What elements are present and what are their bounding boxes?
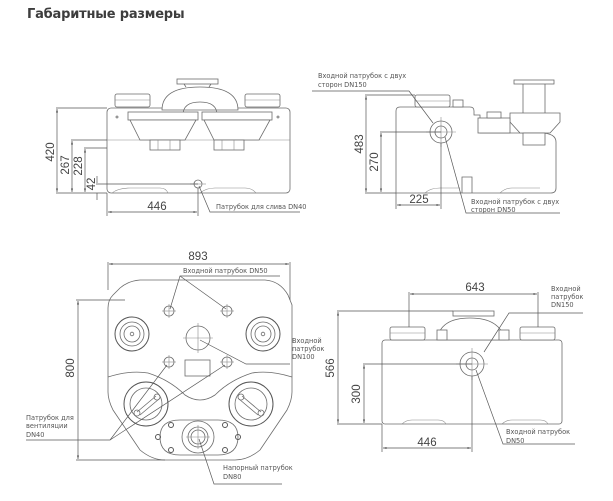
front-pump-left <box>127 111 199 151</box>
front-lid-left <box>114 93 151 108</box>
front-dome <box>161 86 239 111</box>
note-top-dn100-2: патрубок <box>292 345 324 353</box>
dim-top-893: 893 <box>188 251 207 263</box>
note-side-dn150-1: Входной патрубок с двух <box>318 72 406 80</box>
note-side-dn150-2: сторон DN150 <box>318 81 367 89</box>
front-lid-right <box>244 93 281 108</box>
side-view: 483 270 225 Входной патрубок с двух стор… <box>312 72 561 214</box>
note-rear-dn50-2: DN50 <box>506 437 524 445</box>
dim-rear-566: 566 <box>325 358 337 377</box>
top-inlets-dn50 <box>162 304 234 369</box>
note-side-dn50-2: сторон DN50 <box>471 206 516 214</box>
note-front-drain: Патрубок для слива DN40 <box>216 203 307 211</box>
top-pump-left <box>123 381 169 427</box>
dim-rear-446: 446 <box>417 437 436 449</box>
dim-front-446: 446 <box>147 201 166 213</box>
dim-front-228: 228 <box>73 156 85 175</box>
front-pump-right <box>201 111 273 151</box>
dim-front-42: 42 <box>86 178 98 191</box>
top-view: 893 800 Входной патрубок DN50 Входной па… <box>26 251 324 485</box>
top-lid-left <box>114 316 150 352</box>
rear-lid-left <box>389 326 426 341</box>
dim-side-270: 270 <box>369 152 381 171</box>
dim-top-800: 800 <box>65 358 77 377</box>
note-top-vent-3: DN40 <box>26 431 44 439</box>
note-top-pressure-2: DN80 <box>223 473 241 481</box>
note-top-dn50: Входной патрубок DN50 <box>183 267 268 275</box>
dim-front-420: 420 <box>45 142 57 161</box>
front-view: 420 267 228 42 446 Патрубок для слива DN… <box>45 78 307 216</box>
dim-front-267: 267 <box>60 155 72 174</box>
dim-side-225: 225 <box>409 194 428 206</box>
page-title: Габаритные размеры <box>27 7 185 22</box>
rear-view: 643 566 300 446 Входной патрубок DN150 В… <box>325 282 583 452</box>
note-rear-dn150-2: патрубок <box>551 293 583 301</box>
rear-lid-right <box>519 326 556 341</box>
dim-rear-300: 300 <box>351 384 363 403</box>
top-lid-right <box>245 316 281 352</box>
note-top-dn100-3: DN100 <box>292 353 315 361</box>
note-rear-dn150-1: Входной <box>551 285 581 293</box>
note-rear-dn50-1: Входной патрубок <box>506 428 570 436</box>
note-top-pressure-1: Напорный патрубок <box>223 464 293 472</box>
top-discharge-dn80 <box>155 419 241 456</box>
note-top-vent-2: вентиляции <box>26 422 68 430</box>
top-pump-right <box>228 381 274 427</box>
top-tank-outline <box>107 279 293 461</box>
dim-rear-643: 643 <box>465 282 484 294</box>
dim-side-483: 483 <box>354 134 366 153</box>
note-top-dn100-1: Входной <box>292 337 322 345</box>
note-side-dn50-1: Входной патрубок с двух <box>471 198 559 206</box>
note-rear-dn150-3: DN150 <box>551 301 574 309</box>
note-top-vent-1: Патрубок для <box>26 414 74 422</box>
